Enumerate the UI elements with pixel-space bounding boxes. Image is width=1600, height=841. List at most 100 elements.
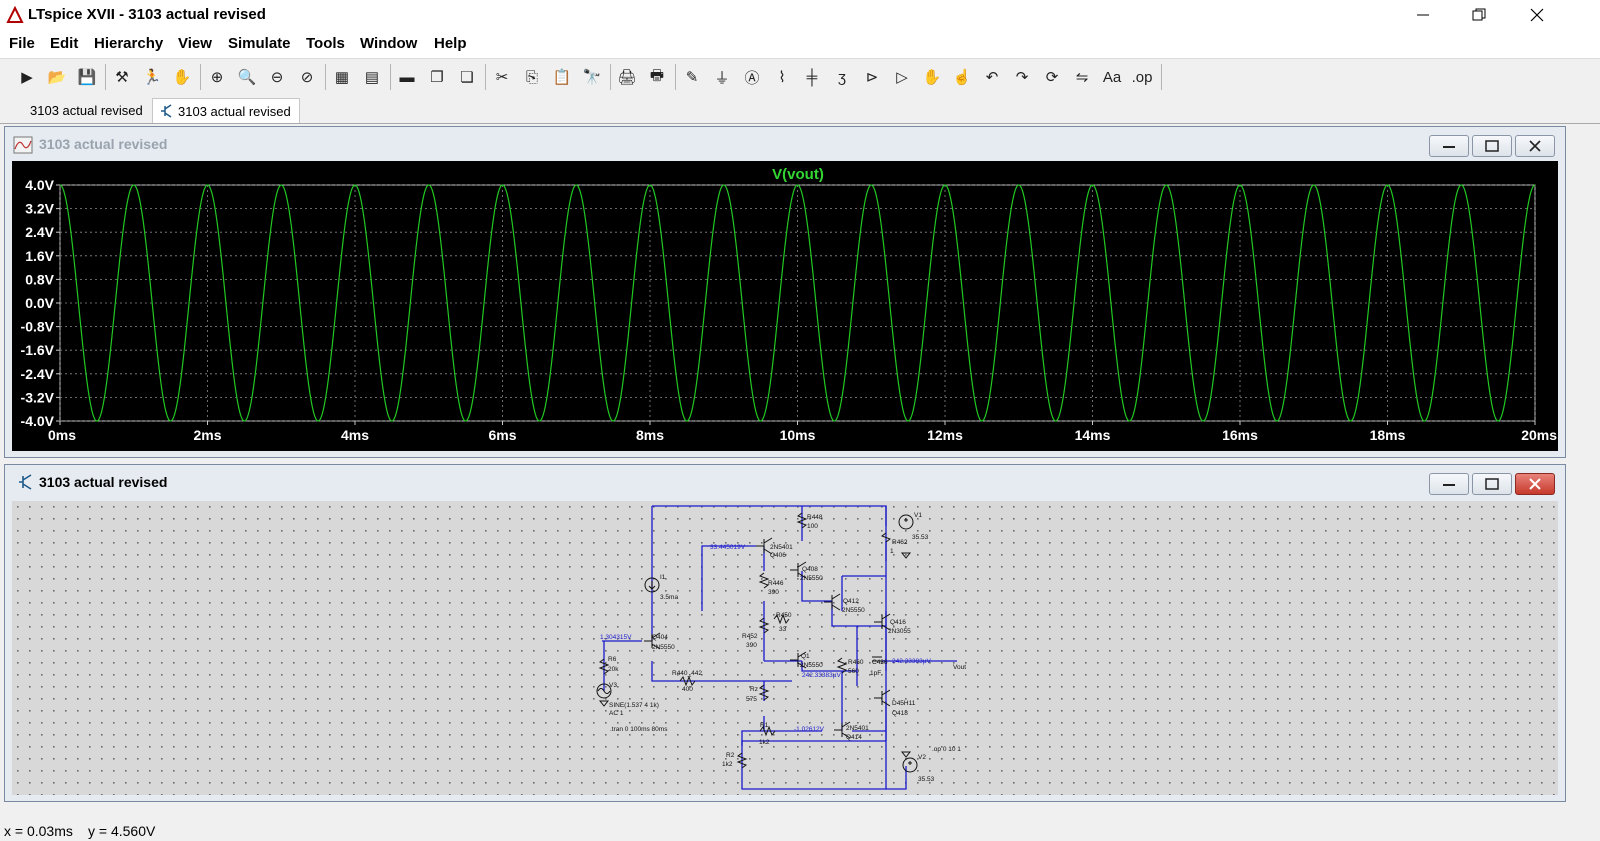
component-label[interactable]: R1: [760, 722, 769, 729]
component-label[interactable]: 20k: [608, 666, 619, 673]
component-label[interactable]: .tran 0 100ms 80ms: [610, 726, 668, 733]
component-label[interactable]: 1k2: [722, 761, 733, 768]
drag-button[interactable]: ☝: [949, 64, 975, 90]
zoom-full-button[interactable]: 🔍: [234, 64, 260, 90]
restore-button[interactable]: [1456, 0, 1502, 30]
component-label[interactable]: R460: [848, 659, 864, 666]
undo-button[interactable]: ↶: [979, 64, 1005, 90]
component-label[interactable]: AC 1: [609, 710, 624, 717]
component-label[interactable]: SINE(1.537 4 1k): [609, 702, 659, 709]
minimize-button[interactable]: [1400, 0, 1446, 30]
draw-wire-button[interactable]: ✎: [679, 64, 705, 90]
schematic-minimize-button[interactable]: [1429, 473, 1469, 495]
component-label[interactable]: 100: [807, 523, 818, 530]
halt-button[interactable]: ✋: [169, 64, 195, 90]
capacitor-button[interactable]: ╪: [799, 64, 825, 90]
schematic-close-button[interactable]: [1515, 473, 1555, 495]
component-label[interactable]: Q414: [846, 734, 862, 741]
zoom-in-button[interactable]: ⊕: [204, 64, 230, 90]
component-label[interactable]: 1pF: [870, 670, 881, 677]
component-label[interactable]: 2N5550: [800, 575, 823, 582]
net-voltage-label[interactable]: 1.304315V: [600, 634, 632, 641]
component-label[interactable]: R2: [726, 752, 735, 759]
component-label[interactable]: R462: [892, 539, 908, 546]
component-label[interactable]: 400: [682, 686, 693, 693]
zoom-cancel-button[interactable]: ⊘: [294, 64, 320, 90]
component-label[interactable]: 33: [779, 626, 787, 633]
component-label[interactable]: Q1: [801, 653, 810, 660]
waveform-plot[interactable]: 4.0V3.2V2.4V1.6V0.8V0.0V-0.8V-1.6V-2.4V-…: [12, 161, 1558, 451]
component-label[interactable]: 1: [890, 548, 894, 555]
component-label[interactable]: 35.53: [918, 776, 935, 783]
component-label[interactable]: 2N3055: [888, 628, 911, 635]
component-label[interactable]: Q406: [770, 552, 786, 559]
copy-button[interactable]: ⎘: [519, 64, 545, 90]
component-label[interactable]: 560: [848, 668, 859, 675]
component-label[interactable]: D45H11: [892, 700, 916, 707]
component-label[interactable]: R450: [776, 612, 792, 619]
rotate-button[interactable]: ⟳: [1039, 64, 1065, 90]
paste-button[interactable]: 📋: [549, 64, 575, 90]
component-label[interactable]: 575: [746, 696, 757, 703]
waveform-minimize-button[interactable]: [1429, 135, 1469, 157]
component-label[interactable]: 2N5401: [770, 544, 793, 551]
waveform-close-button[interactable]: [1515, 135, 1555, 157]
component-label[interactable]: 2N5401: [846, 725, 869, 732]
resistor-button[interactable]: ⌇: [769, 64, 795, 90]
component-label[interactable]: Rz: [750, 686, 758, 693]
trace-name-label[interactable]: V(vout): [772, 166, 824, 183]
component-label[interactable]: V2: [918, 754, 926, 761]
label-net-button[interactable]: Ⓐ: [739, 64, 765, 90]
cut-button[interactable]: ✂: [489, 64, 515, 90]
schematic-window-titlebar[interactable]: 3103 actual revised: [5, 465, 1565, 499]
tab-waveform[interactable]: 3103 actual revised: [4, 98, 150, 122]
menu-tools[interactable]: Tools: [306, 35, 345, 52]
mirror-button[interactable]: ⇋: [1069, 64, 1095, 90]
menu-hierarchy[interactable]: Hierarchy: [94, 35, 164, 52]
component-label[interactable]: Vout: [953, 664, 966, 671]
schematic-canvas[interactable]: 33.445019V1.304315V242.33383µV242.33383µ…: [12, 501, 1558, 795]
close-button[interactable]: [1514, 0, 1560, 30]
diode-button[interactable]: ⊳: [859, 64, 885, 90]
move-button[interactable]: ✋: [919, 64, 945, 90]
tile-horizontal-button[interactable]: ▬: [394, 64, 420, 90]
menu-edit[interactable]: Edit: [50, 35, 79, 52]
component-label[interactable]: R6: [608, 656, 617, 663]
component-label[interactable]: I1: [660, 574, 666, 581]
schematic-maximize-button[interactable]: [1472, 473, 1512, 495]
component-label[interactable]: Q408: [802, 566, 818, 573]
component-label[interactable]: R446: [768, 580, 784, 587]
component-label[interactable]: 3.5ma: [660, 594, 678, 601]
control-panel-button[interactable]: ⚒: [109, 64, 135, 90]
text-button[interactable]: Aa: [1099, 64, 1125, 90]
component-label[interactable]: Q416: [890, 619, 906, 626]
component-label[interactable]: 390: [768, 589, 779, 596]
net-voltage-label[interactable]: 33.445019V: [710, 544, 746, 551]
component-label[interactable]: R440_442: [672, 670, 702, 677]
component-label[interactable]: Q404: [652, 634, 668, 641]
menu-window[interactable]: Window: [360, 35, 418, 52]
component-label[interactable]: Q418: [892, 710, 908, 717]
component-label[interactable]: 390: [746, 642, 757, 649]
tab-schematic[interactable]: 3103 actual revised: [152, 98, 300, 123]
component-label[interactable]: 1k2: [759, 739, 770, 746]
ground-button[interactable]: ⏚: [709, 64, 735, 90]
redo-button[interactable]: ↷: [1009, 64, 1035, 90]
find-button[interactable]: 🔭: [579, 64, 605, 90]
print-preview-button[interactable]: 🖨: [614, 64, 640, 90]
component-label[interactable]: C436: [872, 659, 888, 666]
menu-view[interactable]: View: [178, 35, 212, 52]
menu-simulate[interactable]: Simulate: [228, 35, 291, 52]
tile-vertical-button[interactable]: ❏: [454, 64, 480, 90]
print-button[interactable]: 🖶: [644, 64, 670, 90]
waveform-maximize-button[interactable]: [1472, 135, 1512, 157]
component-label[interactable]: .op 0 10 1: [932, 746, 961, 753]
autorange-button[interactable]: ▦: [329, 64, 355, 90]
component-label[interactable]: R448: [807, 514, 823, 521]
grid-button[interactable]: ▤: [359, 64, 385, 90]
net-voltage-label[interactable]: 242.33383µV: [802, 672, 841, 679]
zoom-out-button[interactable]: ⊖: [264, 64, 290, 90]
component-label[interactable]: Q412: [843, 598, 859, 605]
component-label[interactable]: 2N5550: [652, 644, 675, 651]
component-label[interactable]: 2N5550: [800, 662, 823, 669]
